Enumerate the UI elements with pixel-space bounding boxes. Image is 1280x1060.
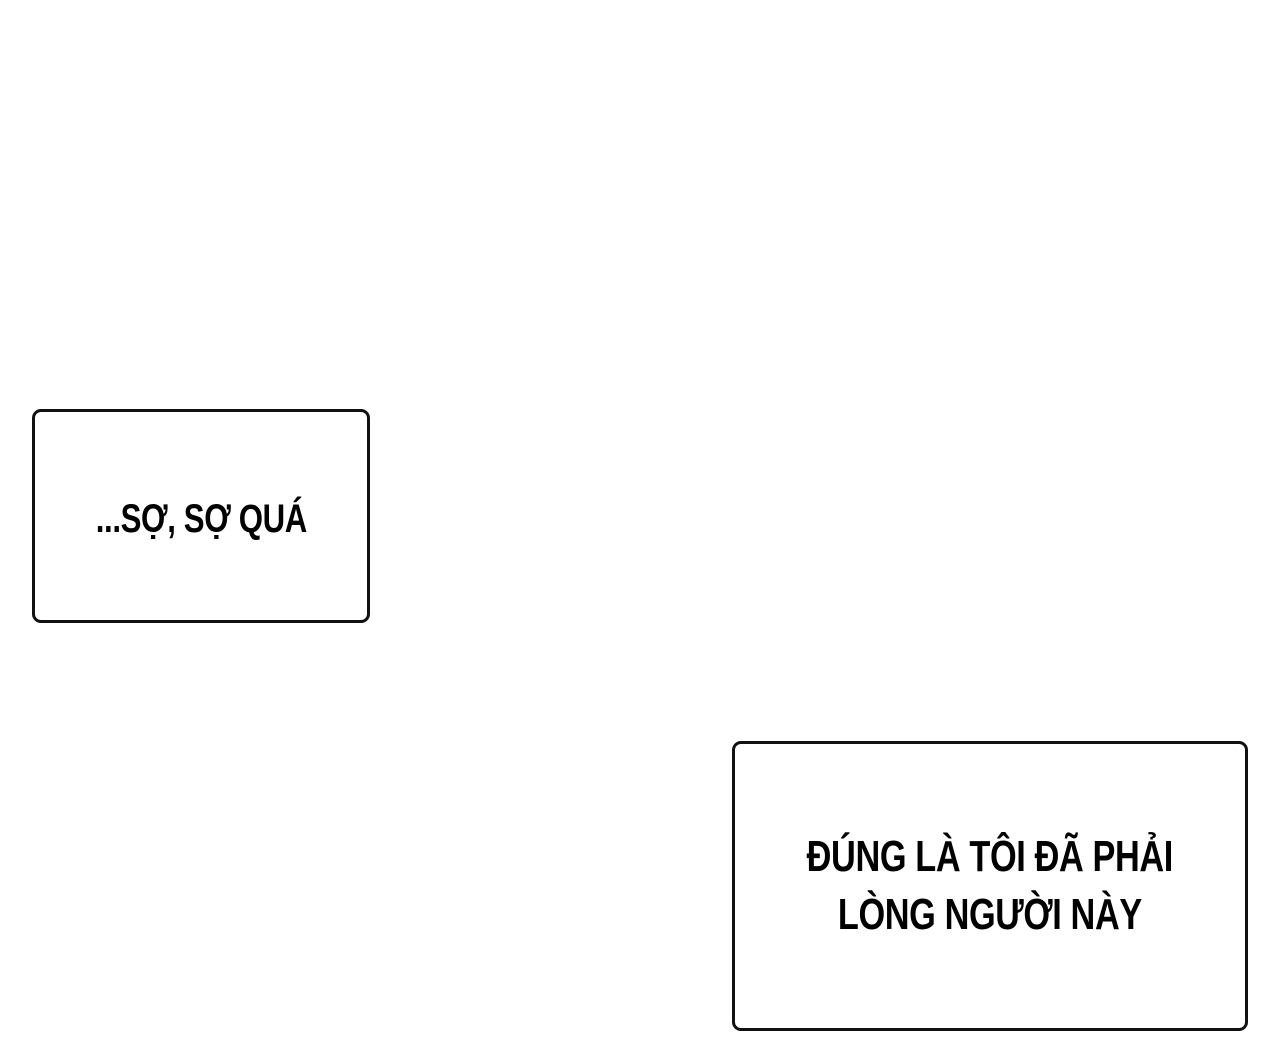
caption-text-line: ĐÚNG LÀ TÔI ĐÃ PHẢI [806, 832, 1174, 881]
caption-text-line: ...SỢ, SỢ QUÁ [95, 497, 307, 541]
caption-text-line: LÒNG NGƯỜI NÀY [838, 890, 1142, 939]
caption-box-confession: ĐÚNG LÀ TÔI ĐÃ PHẢI LÒNG NGƯỜI NÀY [732, 741, 1248, 1031]
caption-box-scared: ...SỢ, SỢ QUÁ [32, 409, 370, 623]
